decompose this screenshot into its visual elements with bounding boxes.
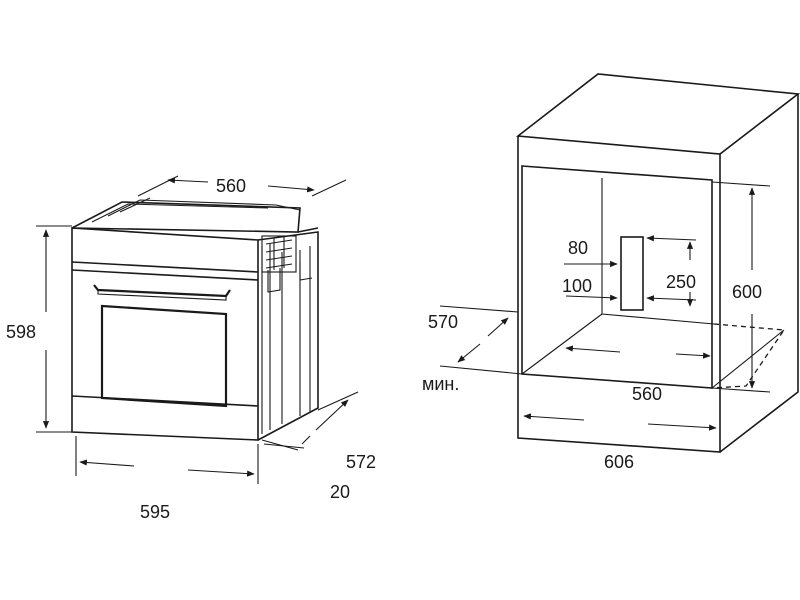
oven-door-offset-label: 20 bbox=[330, 482, 350, 502]
niche-vent-width-label: 80 bbox=[568, 238, 588, 258]
oven-width-top-label: 560 bbox=[216, 176, 246, 196]
niche-inner-width-label: 560 bbox=[632, 384, 662, 404]
oven-height-label: 598 bbox=[6, 322, 36, 342]
oven-drawing bbox=[36, 175, 359, 484]
niche-outer-width-label: 606 bbox=[604, 452, 634, 472]
oven-width-front-label: 595 bbox=[140, 502, 170, 522]
niche-height-label: 600 bbox=[732, 282, 762, 302]
oven-depth-label: 572 bbox=[346, 452, 376, 472]
niche-depth-label: 570 bbox=[428, 312, 458, 332]
niche-drawing bbox=[439, 73, 800, 453]
niche-vent-height-label: 250 bbox=[666, 272, 696, 292]
niche-vent-offset-label: 100 bbox=[562, 276, 592, 296]
niche-depth-suffix-label: мин. bbox=[422, 374, 459, 394]
